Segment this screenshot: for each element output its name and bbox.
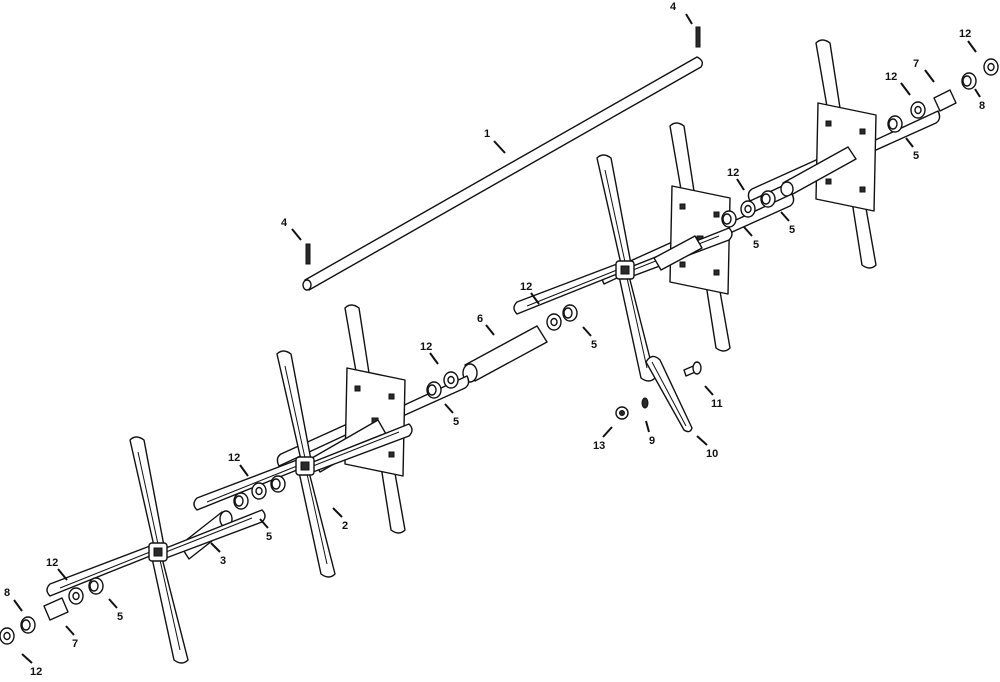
washer-c2: [443, 371, 459, 389]
spacer-7-right: [933, 89, 957, 112]
callout-10: 10: [706, 448, 718, 460]
callout-4-top: 4: [670, 1, 677, 13]
callout-12-c2: 12: [420, 341, 432, 353]
washer-l3: [0, 627, 15, 645]
callout-11: 11: [711, 398, 723, 410]
callout-7-right: 7: [913, 58, 919, 70]
bearing-l2: [233, 492, 249, 510]
blade-part-10: [645, 355, 693, 433]
bearing-r3: [721, 210, 737, 228]
callout-5-l2: 5: [117, 611, 123, 623]
key-top: [695, 26, 701, 48]
bearing-r1: [887, 115, 903, 133]
key-left: [305, 243, 311, 265]
callout-12-l1: 12: [228, 452, 240, 464]
bearing-8-right: [961, 72, 977, 90]
callout-12-r2: 12: [885, 71, 897, 83]
washer-r1: [910, 101, 926, 119]
callout-8-right: 8: [979, 100, 985, 112]
spacer-tube-center: [462, 325, 548, 383]
bearing-l1: [270, 475, 286, 493]
callout-5-c2: 5: [453, 416, 459, 428]
callout-7-left: 7: [72, 638, 78, 650]
callout-5-c1: 5: [591, 339, 597, 351]
callout-5-r3: 5: [753, 239, 759, 251]
callout-13: 13: [593, 440, 605, 452]
washer-r3: [740, 200, 756, 218]
callout-5-r2: 5: [789, 224, 795, 236]
bearing-r2: [760, 190, 776, 208]
washer-r2: [983, 58, 999, 76]
callout-12-r1: 12: [959, 28, 971, 40]
bearing-8-left: [20, 616, 36, 634]
callout-1: 1: [484, 128, 490, 140]
lockwasher-part-9: [641, 397, 649, 409]
callout-12-r3: 12: [727, 167, 739, 179]
callout-4-left: 4: [281, 217, 288, 229]
spacer-tube-mid: [653, 235, 703, 271]
callout-8-left: 8: [4, 587, 10, 599]
washer-l1: [251, 482, 267, 500]
bearing-l3: [88, 577, 104, 595]
leader-lines: [13, 13, 981, 664]
callout-labels: 1 4 4 12 12 7 8 5 12 5 5 12 6 5 12 5 11 …: [4, 1, 985, 678]
bearing-c2: [426, 381, 442, 399]
bolt-part-11: [683, 361, 702, 377]
callout-3: 3: [220, 555, 226, 567]
callout-5-l1: 5: [266, 531, 272, 543]
callout-12-c1: 12: [520, 281, 532, 293]
spider-left-3: [46, 436, 266, 664]
callout-2: 2: [342, 520, 348, 532]
callout-5-r1: 5: [913, 150, 919, 162]
washer-l2: [68, 587, 84, 605]
callout-6: 6: [477, 313, 483, 325]
callout-12-l3: 12: [30, 666, 42, 678]
callout-9: 9: [649, 435, 655, 447]
bearing-c1: [562, 304, 578, 322]
spacer-7-left: [43, 597, 69, 621]
main-shaft: [302, 56, 704, 291]
nut-part-13: [615, 406, 629, 420]
callout-12-l2: 12: [46, 557, 58, 569]
washer-c1: [546, 313, 562, 331]
